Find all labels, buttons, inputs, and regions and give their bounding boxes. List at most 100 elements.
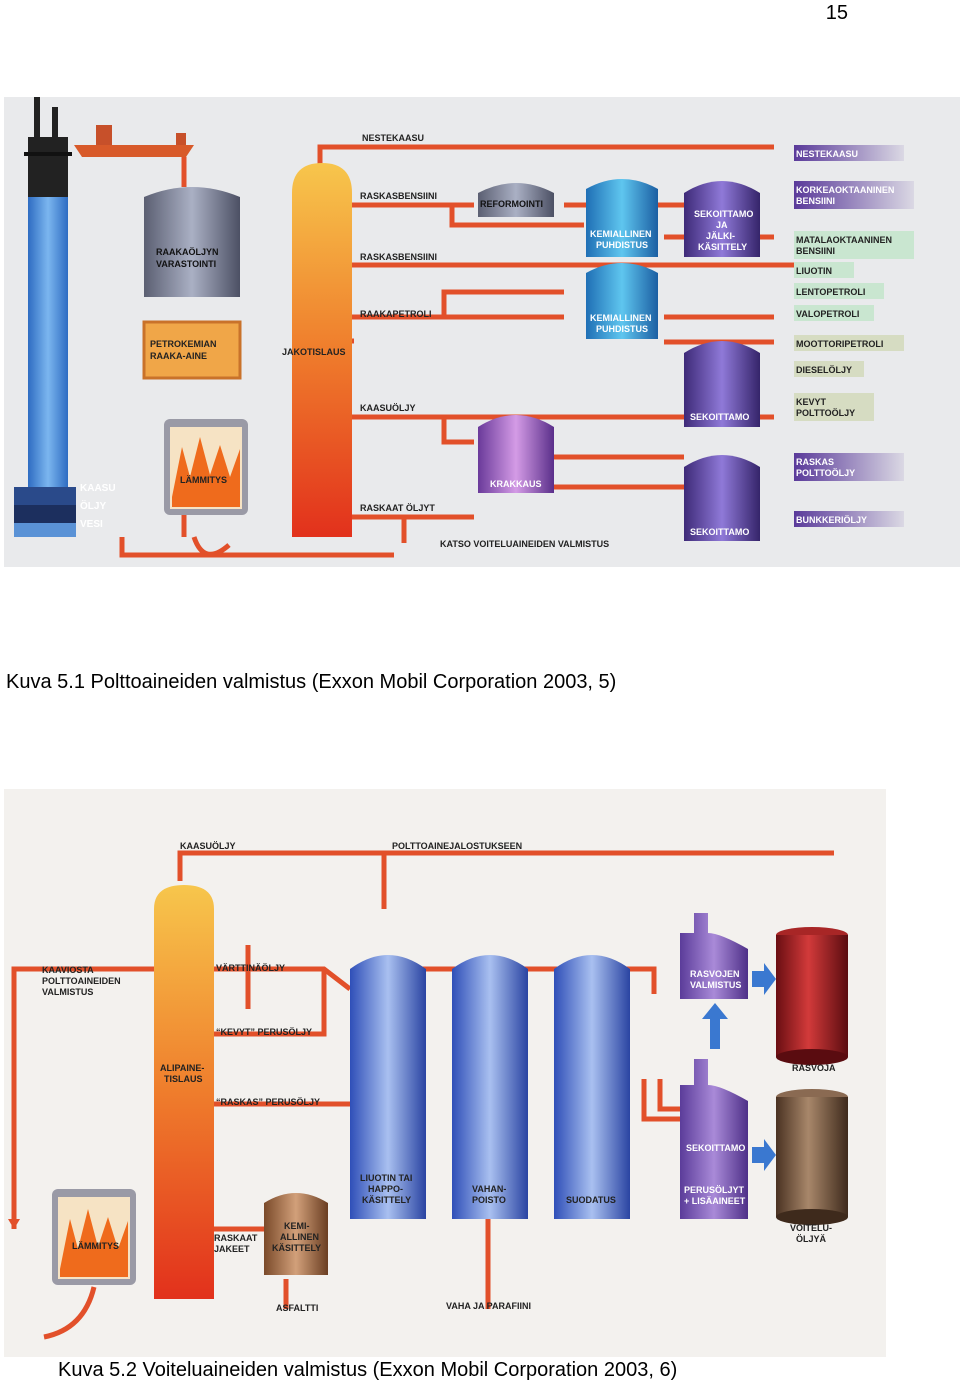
stream-label-voiteluaineet: KATSO VOITELUAINEIDEN VALMISTUS (440, 539, 609, 549)
filtration-tower (554, 955, 630, 1219)
lubricant-production-diagram: ALIPAINE- TISLAUS KAAVIOSTA POLTTOAINEID… (4, 789, 886, 1357)
chem-purif-1-label-1: KEMIALLINEN (590, 229, 652, 239)
stream-label-asfaltti: ASFALTTI (276, 1303, 318, 1313)
product-bands (794, 145, 914, 527)
mixer-2-label: SEKOITTAMO (690, 527, 749, 537)
grease-barrel (776, 927, 848, 1065)
solvent-treatment-label-1: LIUOTIN TAI (360, 1173, 412, 1183)
dewaxing-label-1: VAHAN- (472, 1184, 506, 1194)
solvent-treatment-label-2: HAPPO- (368, 1184, 403, 1194)
product-liuotin: LIUOTIN (796, 266, 832, 276)
page-number: 15 (825, 2, 848, 24)
vacuum-distillation-label-2: TISLAUS (164, 1074, 203, 1084)
from-fuel-diagram-label-1: KAAVIOSTA (42, 965, 94, 975)
blending-label-2: JA (716, 220, 728, 230)
product-korkeaoktaaninen-1: KORKEAOKTAANINEN (796, 185, 894, 195)
fuel-production-diagram: KAASU ÖLJY VESI RAAKAÖLJYN VARASTOINTI P… (4, 97, 960, 567)
vacuum-distillation-label-1: ALIPAINE- (160, 1063, 204, 1073)
stream-label-raskasbensiini-2: RASKASBENSIINI (360, 252, 437, 262)
heating-furnace (164, 419, 248, 515)
product-nestekaasu: NESTEKAASU (796, 149, 858, 159)
from-fuel-diagram-label-3: VALMISTUS (42, 987, 93, 997)
stream-label-kevyt-perusoljy: “KEVYT” PERUSÖLJY (216, 1027, 312, 1037)
product-kevyt-polttooljy-2: POLTTOÖLJY (796, 408, 855, 418)
product-rasvoja: RASVOJA (792, 1063, 836, 1073)
grease-label-1: RASVOJEN (690, 969, 740, 979)
blending-label-3: JÄLKI- (706, 231, 735, 241)
stream-label-polttoainejalostukseen: POLTTOAINEJALOSTUKSEEN (392, 841, 522, 851)
grease-manufacturing-unit (680, 913, 748, 999)
product-lentopetroli: LENTOPETROLI (796, 287, 865, 297)
crude-storage-label-1: RAAKAÖLJYN (156, 247, 219, 257)
stream-label-varttinaoljy: VÄRTTINÄÖLJY (216, 963, 285, 973)
crude-storage-label-2: VARASTOINTI (156, 259, 216, 269)
figure-1-caption: Kuva 5.1 Polttoaineiden valmistus (Exxon… (6, 671, 617, 693)
chem-purif-2-label-2: PUHDISTUS (596, 324, 648, 334)
cracking-tank (478, 415, 554, 493)
distillation-tower (292, 163, 352, 537)
base-oils-label-1: PERUSÖLJYT (684, 1185, 745, 1195)
grease-label-2: VALMISTUS (690, 980, 741, 990)
heating-label: LÄMMITYS (180, 475, 227, 485)
dewaxing-label-2: POISTO (472, 1195, 506, 1205)
stream-label-raakapetroli: RAAKAPETROLI (360, 309, 432, 319)
dewaxing-tower (452, 955, 528, 1219)
product-voiteluoljya-2: ÖLJYÄ (796, 1234, 827, 1244)
petrochemical-box (142, 320, 242, 380)
from-fuel-diagram-label-2: POLTTOAINEIDEN (42, 976, 121, 986)
blending-label: SEKOITTAMO (686, 1143, 745, 1153)
heavy-fractions-label-1: RASKAAT (214, 1233, 258, 1243)
product-bunkkerioljy: BUNKKERIÖLJY (796, 515, 867, 525)
product-matalaoktaaninen-2: BENSIINI (796, 246, 835, 256)
stream-label-raskas-perusoljy: “RASKAS” PERUSÖLJY (216, 1097, 320, 1107)
reforming-tank (478, 183, 554, 217)
stream-label-nestekaasu: NESTEKAASU (362, 133, 424, 143)
well-label-gas: KAASU (80, 483, 116, 494)
chemical-treatment-label-1: KEMI- (284, 1221, 310, 1231)
product-voiteluoljya-1: VOITELU- (790, 1223, 832, 1233)
chemical-treatment-tank (264, 1193, 328, 1275)
reforming-label: REFORMOINTI (480, 199, 543, 209)
product-matalaoktaaninen-1: MATALAOKTAANINEN (796, 235, 892, 245)
pipe-network (11, 850, 834, 1309)
product-dieseloljy: DIESELÖLJY (796, 365, 852, 375)
mixer-tank-2 (684, 455, 760, 541)
product-valopetroli: VALOPETROLI (796, 309, 859, 319)
chemical-treatment-label-2: ALLINEN (280, 1232, 319, 1242)
cracking-label: KRAKKAUS (490, 479, 542, 489)
distillation-label: JAKOTISLAUS (282, 347, 346, 357)
well-label-oil: ÖLJY (80, 499, 106, 512)
heating-label: LÄMMITYS (72, 1241, 119, 1251)
solvent-treatment-label-3: KÄSITTELY (362, 1195, 411, 1205)
product-raskas-polttooljy-2: POLTTOÖLJY (796, 468, 855, 478)
blending-label-1: SEKOITTAMO (694, 209, 753, 219)
offshore-platform (24, 97, 72, 197)
product-korkeaoktaaninen-2: BENSIINI (796, 196, 835, 206)
well-label-water: VESI (80, 519, 103, 530)
filtration-label: SUODATUS (566, 1195, 616, 1205)
solvent-treatment-tower (350, 955, 426, 1219)
crude-oil-storage-tank (144, 187, 240, 297)
base-oils-label-2: + LISÄAINEET (684, 1196, 746, 1206)
chem-purif-1-label-2: PUHDISTUS (596, 240, 648, 250)
product-raskas-polttooljy-1: RASKAS (796, 457, 834, 467)
stream-label-kaasuoljy: KAASUÖLJY (360, 403, 416, 413)
chemical-purification-tank-2 (586, 263, 658, 339)
lubricating-oil-barrel (776, 1089, 848, 1225)
blending-unit (680, 1059, 748, 1219)
blending-aftertreatment-tank (684, 181, 760, 257)
flow-arrows (8, 963, 776, 1229)
vacuum-distillation-tower (154, 885, 214, 1299)
stream-label-vaha: VAHA JA PARAFIINI (446, 1301, 531, 1311)
chemical-treatment-label-3: KÄSITTELY (272, 1243, 321, 1253)
figure-2-caption: Kuva 5.2 Voiteluaineiden valmistus (Exxo… (58, 1359, 678, 1381)
stream-label-kaasuoljy: KAASUÖLJY (180, 841, 236, 851)
chemical-purification-tank-1 (586, 179, 658, 257)
stream-label-raskaat-oljyt: RASKAAT ÖLJYT (360, 503, 435, 513)
product-moottoripetroli: MOOTTORIPETROLI (796, 339, 883, 349)
heating-furnace (52, 1189, 136, 1285)
chem-purif-2-label-1: KEMIALLINEN (590, 313, 652, 323)
petrochem-label-2: RAAKA-AINE (150, 351, 207, 361)
stream-label-raskasbensiini-1: RASKASBENSIINI (360, 191, 437, 201)
product-kevyt-polttooljy-1: KEVYT (796, 397, 827, 407)
